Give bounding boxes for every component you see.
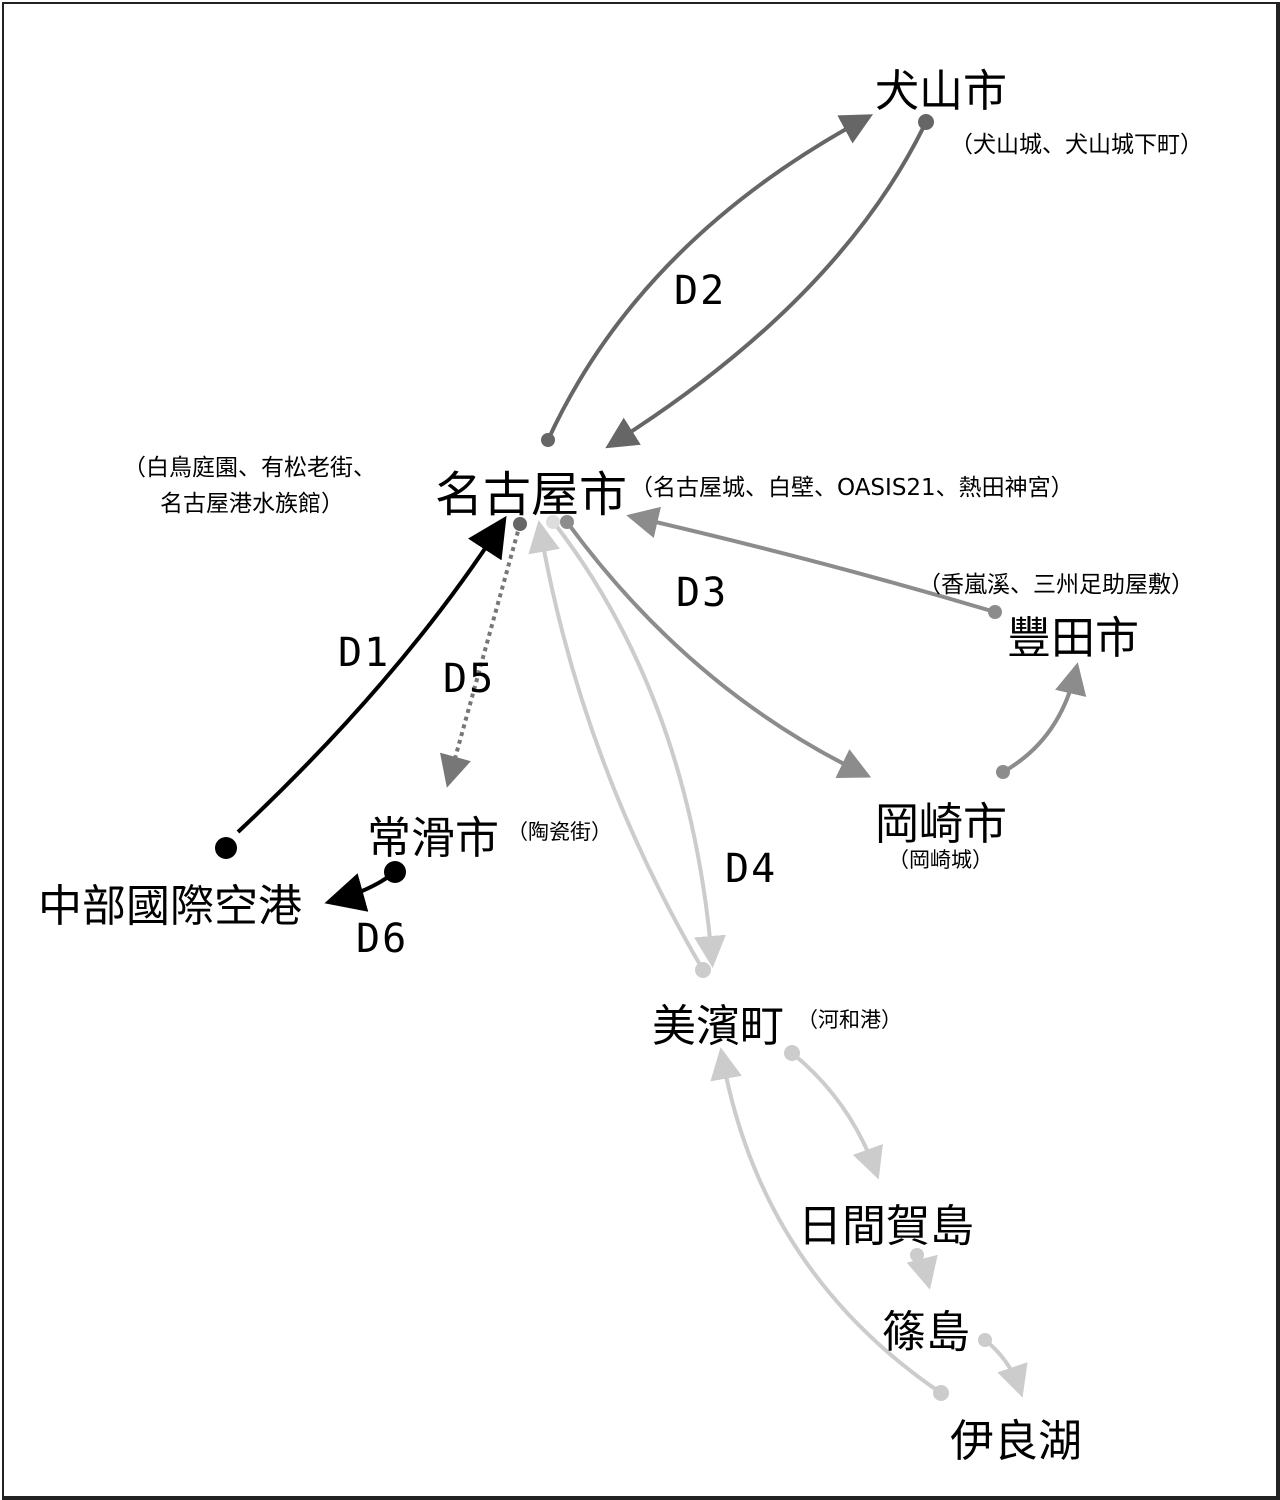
- label-d2: D2: [674, 268, 727, 314]
- node-irago: 伊良湖: [950, 1416, 1082, 1467]
- nagoya-sites: （名古屋城、白壁、OASIS21、熱田神宮）: [630, 475, 1074, 501]
- toyota-sites: （香嵐溪、三州足助屋敷）: [918, 572, 1194, 598]
- label-d6: D6: [356, 916, 409, 962]
- edge-d4-irago-mihama: [710, 1047, 943, 1395]
- edge-d3-okazaki-toyota: [1002, 662, 1087, 774]
- tokoname-sites: （陶瓷街）: [507, 820, 612, 844]
- edge-d2-nagoya-inuyama: [546, 114, 874, 441]
- node-nagoya: 名古屋市: [435, 467, 628, 523]
- node-inuyama: 犬山市: [875, 66, 1007, 117]
- label-d3: D3: [676, 570, 729, 616]
- edge-d5-nagoya-tokoname: [439, 523, 522, 788]
- node-dot: [910, 1248, 924, 1262]
- node-toyota: 豐田市: [1007, 613, 1139, 664]
- node-dot: [978, 1333, 992, 1347]
- mihama-sites: （河和港）: [797, 1008, 902, 1032]
- node-dot: [541, 433, 555, 447]
- node-dot: [695, 962, 711, 978]
- edge-d4-nagoya-mihama: [553, 522, 726, 968]
- node-himakajima: 日間賀島: [798, 1201, 974, 1252]
- node-airport: 中部國際空港: [38, 881, 302, 932]
- node-shinojima: 篠島: [882, 1307, 970, 1358]
- node-dot: [560, 515, 574, 529]
- edge-d4-shinojima-irago: [983, 1338, 1028, 1398]
- edge-d4-mihama-nagoya: [528, 520, 705, 972]
- label-d5: D5: [443, 656, 496, 702]
- node-dot: [988, 605, 1002, 619]
- node-dot: [215, 837, 237, 859]
- node-dot: [933, 1385, 949, 1401]
- node-dot: [513, 517, 527, 531]
- okazaki-sites: （岡崎城）: [888, 848, 993, 872]
- edge-d4-mihama-himakajima: [790, 1051, 883, 1180]
- node-dot: [546, 515, 560, 529]
- node-dot: [784, 1045, 800, 1061]
- nagoya-sites-left-2: 名古屋港水族館）: [160, 491, 344, 517]
- node-mihama: 美濱町: [652, 1001, 784, 1052]
- nagoya-sites-left-1: （白鳥庭園、有松老街、: [123, 455, 376, 481]
- label-d1: D1: [338, 630, 391, 676]
- node-dot: [384, 861, 406, 883]
- edge-d3-nagoya-okazaki: [565, 520, 872, 778]
- inuyama-sites: （犬山城、犬山城下町）: [950, 132, 1203, 158]
- node-dot: [918, 114, 934, 130]
- edge-d2-inuyama-nagoya: [605, 121, 928, 449]
- edge-d1-airport-nagoya: [236, 515, 507, 834]
- node-tokoname: 常滑市: [367, 813, 499, 864]
- label-d4: D4: [725, 846, 778, 892]
- node-okazaki: 岡崎市: [875, 799, 1007, 850]
- node-dot: [996, 765, 1010, 779]
- edge-d3-toyota-nagoya: [626, 506, 996, 614]
